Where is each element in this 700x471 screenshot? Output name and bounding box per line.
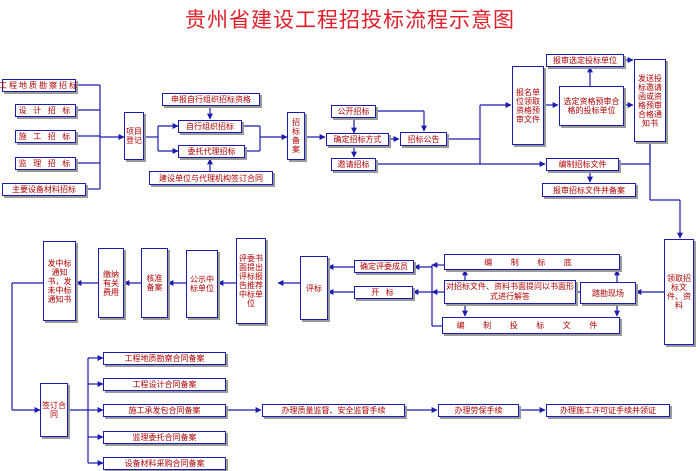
receive-docs-node: 领取招标文件、资料 — [664, 239, 694, 345]
supervision-tender-node: 监 理 招 标 — [15, 157, 76, 170]
compile-bid-node: 编 制 投 标 文 件 — [442, 317, 620, 334]
survey-contract-filing-node: 工程地质勘察合同备案 — [103, 352, 226, 365]
tender-filing-node: 招标备案 — [287, 112, 305, 160]
invited-tender-node: 邀请招标 — [331, 158, 376, 171]
answer-questions-node: 对招标文件、资料书面提问以书面形式进行解答 — [444, 280, 576, 304]
publicize-winner-node: 公示中标单位 — [186, 250, 218, 318]
survey-tender-node: 工程地质勘察招标 — [0, 79, 79, 92]
equipment-tender-node: 主要设备材料招标 — [2, 183, 86, 196]
design-contract-filing-node: 工程设计合同备案 — [103, 378, 226, 391]
compile-tender-docs-node: 编制招标文件 — [546, 158, 619, 171]
submit-prequal-units-node: 报审选定投标单位 — [546, 54, 624, 67]
self-org-apply-node: 申报自行组织招标资格 — [162, 93, 260, 106]
agent-contract-node: 建设单位与代理机构签订合同 — [149, 171, 273, 185]
determine-method-node: 确定招标方式 — [326, 133, 389, 146]
prepare-bid-docs-node: 编 制 标 底 — [444, 254, 620, 270]
pay-fees-node: 缴纳有关费用 — [98, 248, 124, 318]
design-tender-node: 设 计 招 标 — [15, 104, 76, 117]
labor-insurance-node: 办理劳保手续 — [438, 404, 519, 417]
diagram-title: 贵州省建设工程招投标流程示意图 — [185, 8, 515, 32]
approval-filing-node: 核准备案 — [141, 248, 168, 318]
equipment-contract-filing-node: 设备材料采购合同备案 — [103, 457, 226, 470]
bid-evaluation-node: 评标 — [300, 256, 328, 320]
tender-notice-node: 招标公告 — [400, 132, 447, 146]
send-invitation-node: 发送投标邀请函或资格预审合格通知书 — [634, 59, 666, 142]
bid-opening-node: 开 标 — [354, 286, 413, 299]
quality-safety-node: 办理质量监督、安全监督手续 — [262, 404, 405, 417]
apply-qualification-node: 报名单位领取资格预审文件 — [512, 66, 544, 145]
construction-tender-node: 施 工 招 标 — [15, 130, 76, 143]
sign-contract-node: 签订合同 — [40, 383, 68, 437]
issue-notice-node: 发中标通知书，发未中标通知书 — [43, 241, 76, 321]
construction-permit-node: 办理施工许可证手续并领证 — [546, 404, 670, 417]
site-survey-node: 踏勘现场 — [580, 282, 636, 304]
entrust-agent-node: 委托代理招标 — [178, 145, 245, 158]
self-org-node: 自行组织招标 — [178, 120, 242, 133]
construction-contract-filing-node: 施工承发包合同备案 — [103, 404, 226, 417]
supervision-contract-filing-node: 监理委托合同备案 — [103, 431, 226, 444]
committee-report-node: 评委书面提出评标报告推荐中标单位 — [236, 238, 266, 324]
confirm-committee-node: 确定评委成员 — [354, 260, 414, 273]
open-tender-node: 公开招标 — [331, 105, 376, 118]
submit-tender-docs-node: 报审招标文件并备案 — [542, 183, 636, 197]
select-qualified-node: 选定资格预审合格的投标单位 — [559, 86, 624, 126]
project-registration-node: 项目登记 — [124, 112, 144, 160]
